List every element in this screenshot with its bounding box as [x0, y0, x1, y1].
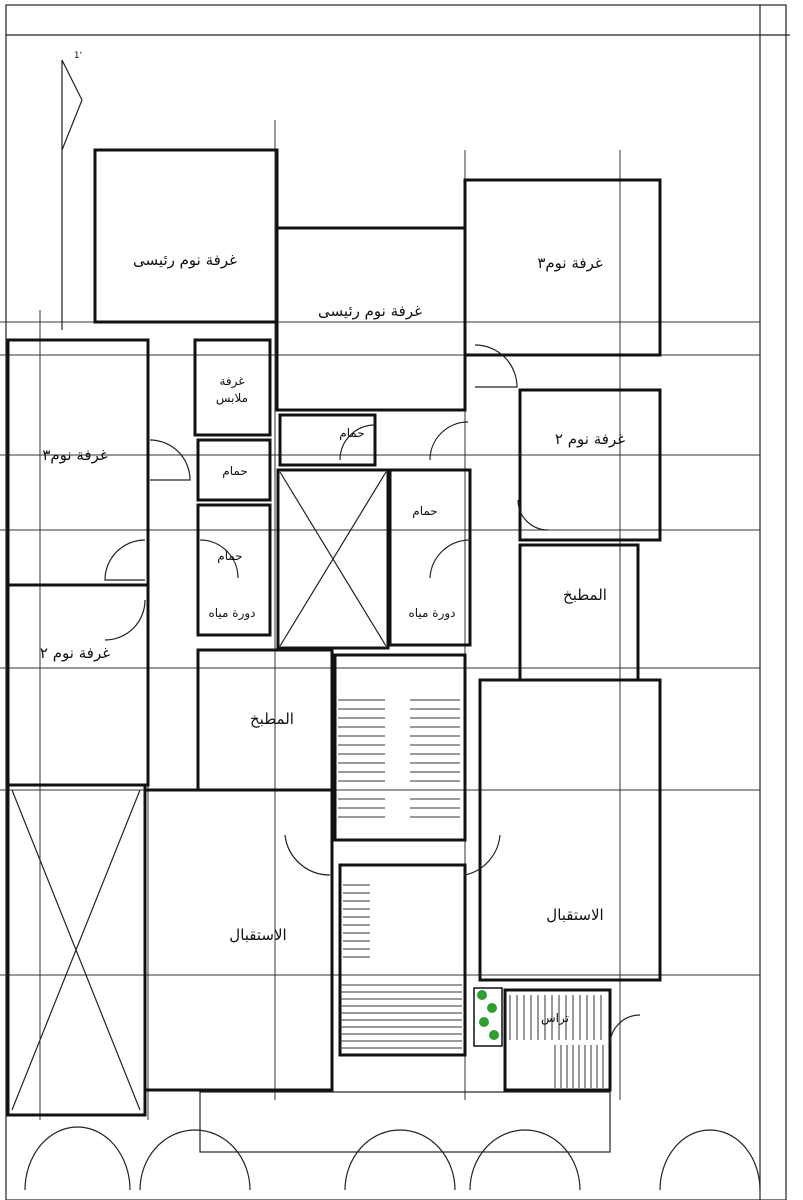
svg-text:1': 1' [74, 51, 82, 61]
room-master-bed-center: غرفة نوم رئيسى [318, 302, 422, 320]
room-labels: غرفة نوم رئيسى غرفة نوم رئيسى غرفة نوم٣ … [40, 251, 625, 1026]
room-bed2-right: غرفة نوم ٢ [555, 430, 625, 448]
room-dressing: غرفة [219, 374, 244, 389]
room-master-bed-left: غرفة نوم رئيسى [133, 251, 237, 269]
room-wc-left: دورة مياه [208, 606, 255, 621]
room-bed3-right: غرفة نوم٣ [537, 254, 603, 272]
room-reception-right: الاستقبال [546, 906, 603, 924]
stairs [338, 699, 604, 1088]
room-bed2-left: غرفة نوم ٢ [40, 644, 110, 662]
room-terrace: تراس [541, 1011, 569, 1026]
plot-boundary [5, 4, 790, 1200]
room-wc-right: دورة مياه [408, 606, 455, 621]
grid-lines [0, 120, 760, 1120]
room-bath: حمام [217, 549, 242, 563]
room-bath: حمام [339, 426, 364, 440]
front-arches [24, 1091, 761, 1191]
room-kitchen-left: المطبخ [250, 710, 294, 728]
doors [104, 344, 641, 1046]
walls [6, 148, 662, 1117]
room-kitchen-right: المطبخ [563, 586, 607, 604]
room-bath: حمام [412, 504, 437, 518]
north-arrow: 1' [61, 51, 83, 330]
plants [473, 987, 503, 1047]
room-bed3-left: غرفة نوم٣ [42, 446, 108, 464]
shaft-void [11, 471, 387, 1111]
room-bath: حمام [222, 464, 247, 478]
room-reception-left: الاستقبال [229, 926, 286, 944]
room-dressing-2: ملابس [216, 391, 248, 406]
